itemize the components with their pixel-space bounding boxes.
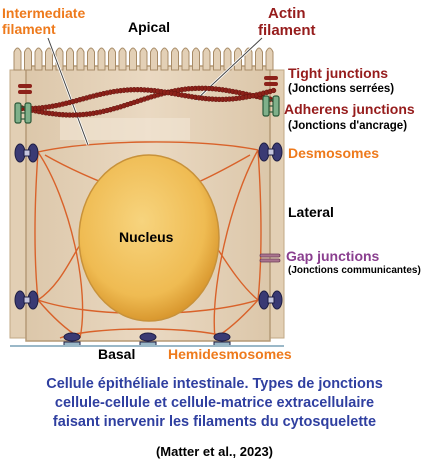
caption-line-2: cellule-cellule et cellule-matrice extra… [54, 395, 375, 411]
hemidesmosome-middle [139, 332, 157, 347]
microvillus [150, 47, 158, 71]
nucleus [78, 154, 220, 322]
microvillus [129, 47, 137, 71]
actin-filament-band [19, 85, 277, 118]
microvillus [265, 47, 274, 71]
microvillus [45, 47, 53, 71]
adherens-junction-right [262, 95, 280, 117]
microvillus [87, 47, 95, 71]
nucleus-label: Nucleus [119, 229, 174, 245]
microvillus [66, 47, 74, 71]
terminal-web [60, 118, 190, 140]
microvillus [213, 47, 221, 71]
caption-line-3: faisant inervenir les filaments du cytos… [52, 414, 377, 430]
intermediate-filament-label-line2: filament [2, 21, 56, 37]
microvillus [34, 47, 43, 71]
adherens-junction-left [14, 102, 32, 124]
intermediate-filament-label: Intermediate filament [2, 5, 85, 37]
microvillus [202, 47, 211, 71]
tight-junctions-label: Tight junctions [288, 65, 389, 81]
desmosome-upper-left [14, 143, 39, 163]
hemidesmosomes-label: Hemidesmosomes [168, 346, 292, 362]
gap-junction [259, 253, 281, 263]
desmosome-lower-left [14, 290, 39, 310]
microvillus [76, 47, 85, 71]
microvillus [97, 47, 106, 71]
actin-bead [270, 87, 277, 94]
basal-label: Basal [98, 346, 136, 362]
microvillus [181, 47, 190, 71]
microvillus [139, 47, 148, 71]
caption-line-1: Cellule épithéliale intestinale. Types d… [46, 376, 383, 392]
citation: (Matter et al., 2023) [155, 444, 274, 459]
microvilli [13, 47, 274, 71]
desmosome-upper-right [258, 142, 283, 162]
adherens-junctions-label: Adherens junctions [284, 101, 415, 117]
figure-caption: Cellule épithéliale intestinale. Types d… [0, 375, 429, 432]
tight-junction-right [264, 76, 278, 86]
microvillus [160, 47, 169, 71]
actin-filament-label-line1: Actin [268, 5, 306, 22]
desmosomes-label: Desmosomes [288, 145, 380, 161]
microvillus [192, 47, 200, 71]
actin-filament-label: Actin filament [258, 5, 316, 39]
lateral-label: Lateral [288, 204, 334, 220]
tight-junction-left [18, 84, 32, 94]
microvillus [24, 47, 32, 71]
intermediate-filament-label-line1: Intermediate [2, 5, 86, 21]
tight-junctions-french-label: (Jonctions serrées) [288, 83, 395, 95]
hemidesmosome-left [63, 332, 81, 347]
gap-junctions-label: Gap junctions [286, 248, 380, 264]
microvillus [118, 47, 127, 71]
desmosome-lower-right [258, 290, 283, 310]
microvillus [13, 47, 22, 71]
microvillus [255, 47, 263, 71]
apical-label: Apical [128, 19, 171, 35]
gap-junctions-french-label: (Jonctions communicantes) [288, 265, 421, 276]
actin-filament-label-line2: filament [258, 22, 316, 39]
adherens-junctions-french-label: (Jonctions d'ancrage) [288, 120, 408, 132]
microvillus [223, 47, 232, 71]
intermediate-filament-pointer-core [47, 37, 89, 146]
hemidesmosome-right [213, 332, 231, 347]
microvillus [108, 47, 116, 71]
microvillus [171, 47, 179, 71]
